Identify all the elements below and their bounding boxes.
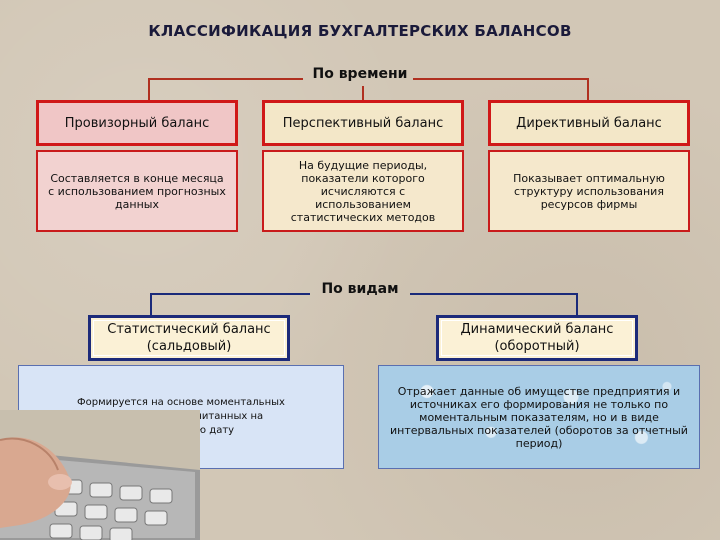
connector-type-right-horizontal	[410, 293, 578, 295]
connector-type-left-vertical	[150, 293, 152, 315]
connector-type-right-vertical	[576, 293, 578, 315]
section-label-by-time: По времени	[312, 66, 408, 82]
slide-title: КЛАССИФИКАЦИЯ БУХГАЛТЕРСКИХ БАЛАНСОВ	[148, 22, 572, 40]
perspective-balance-header: Перспективный баланс	[262, 100, 464, 146]
dynamic-balance-header: Динамический баланс (оборотный)	[436, 315, 638, 361]
calculator-image	[0, 410, 200, 540]
connector-time-left-horizontal	[148, 78, 303, 80]
directive-balance-header: Директивный баланс	[488, 100, 690, 146]
dynamic-balance-description: Отражает данные об имуществе предприятия…	[378, 365, 700, 469]
provisional-balance-description: Составляется в конце месяца с использова…	[36, 150, 238, 232]
section-label-by-type: По видам	[321, 281, 399, 297]
directive-balance-description: Показывает оптимальную структуру использ…	[488, 150, 690, 232]
perspective-balance-description: На будущие периоды, показатели которого …	[262, 150, 464, 232]
connector-time-left-vertical	[148, 78, 150, 100]
statistical-balance-header: Статистический баланс (сальдовый)	[88, 315, 290, 361]
connector-time-center-vertical	[362, 86, 364, 100]
connector-time-right-vertical	[587, 78, 589, 100]
connector-time-right-horizontal	[413, 78, 588, 80]
connector-type-left-horizontal	[150, 293, 310, 295]
provisional-balance-header: Провизорный баланс	[36, 100, 238, 146]
